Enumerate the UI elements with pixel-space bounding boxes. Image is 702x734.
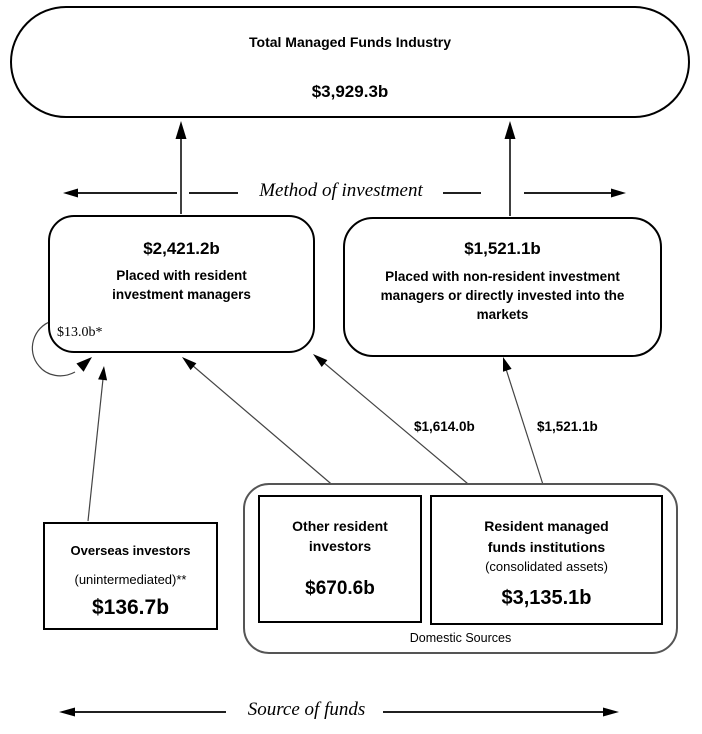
flow-label-institutions-to-resident: $1,614.0b	[414, 419, 475, 434]
loop-value-label: $13.0b*	[57, 325, 103, 340]
nonresident-managers-box: $1,521.1b Placed with non-resident inves…	[343, 217, 662, 357]
overseas-investors-box: Overseas investors (unintermediated)** $…	[43, 522, 218, 630]
institutions-line3: (consolidated assets)	[485, 559, 608, 574]
overseas-line1: Overseas investors	[70, 543, 191, 558]
other-resident-value: $670.6b	[305, 578, 375, 599]
overseas-line2: (unintermediated)**	[74, 572, 187, 587]
domestic-sources-label: Domestic Sources	[409, 631, 512, 645]
resident-managers-value: $2,421.2b	[143, 239, 220, 258]
institutions-line1: Resident managed	[484, 518, 609, 534]
flow-label-institutions-to-nonresident: $1,521.1b	[537, 419, 598, 434]
total-industry-title: Total Managed Funds Industry	[249, 34, 451, 50]
total-industry-value: $3,929.3b	[311, 82, 389, 101]
arrow-nonresident-to-total	[504, 121, 516, 216]
nonresident-line1: Placed with non-resident investment	[385, 269, 620, 284]
method-of-investment-label: Method of investment	[259, 180, 423, 201]
arrow-overseas-to-resident	[87, 366, 108, 522]
nonresident-value: $1,521.1b	[464, 239, 541, 258]
source-of-funds-label: Source of funds	[247, 699, 366, 720]
other-resident-line1: Other resident	[292, 518, 388, 534]
other-resident-investors-box: Other resident investors $670.6b	[258, 495, 422, 623]
nonresident-line3: markets	[476, 307, 529, 322]
arrow-resident-to-total	[175, 121, 187, 214]
nonresident-line2: managers or directly invested into the	[380, 288, 625, 303]
other-resident-line2: investors	[308, 538, 372, 554]
resident-managers-line1: Placed with resident	[116, 268, 247, 283]
institutions-line2: funds institutions	[487, 539, 606, 555]
resident-managers-line2: investment managers	[112, 287, 251, 302]
arrow-other-resident-to-resident	[182, 357, 344, 495]
resident-managers-box: $2,421.2b Placed with resident investmen…	[48, 215, 315, 353]
total-industry-box: Total Managed Funds Industry $3,929.3b	[10, 6, 690, 118]
institutions-value: $3,135.1b	[501, 587, 592, 609]
overseas-value: $136.7b	[91, 596, 170, 619]
resident-institutions-box: Resident managed funds institutions (con…	[430, 495, 663, 625]
